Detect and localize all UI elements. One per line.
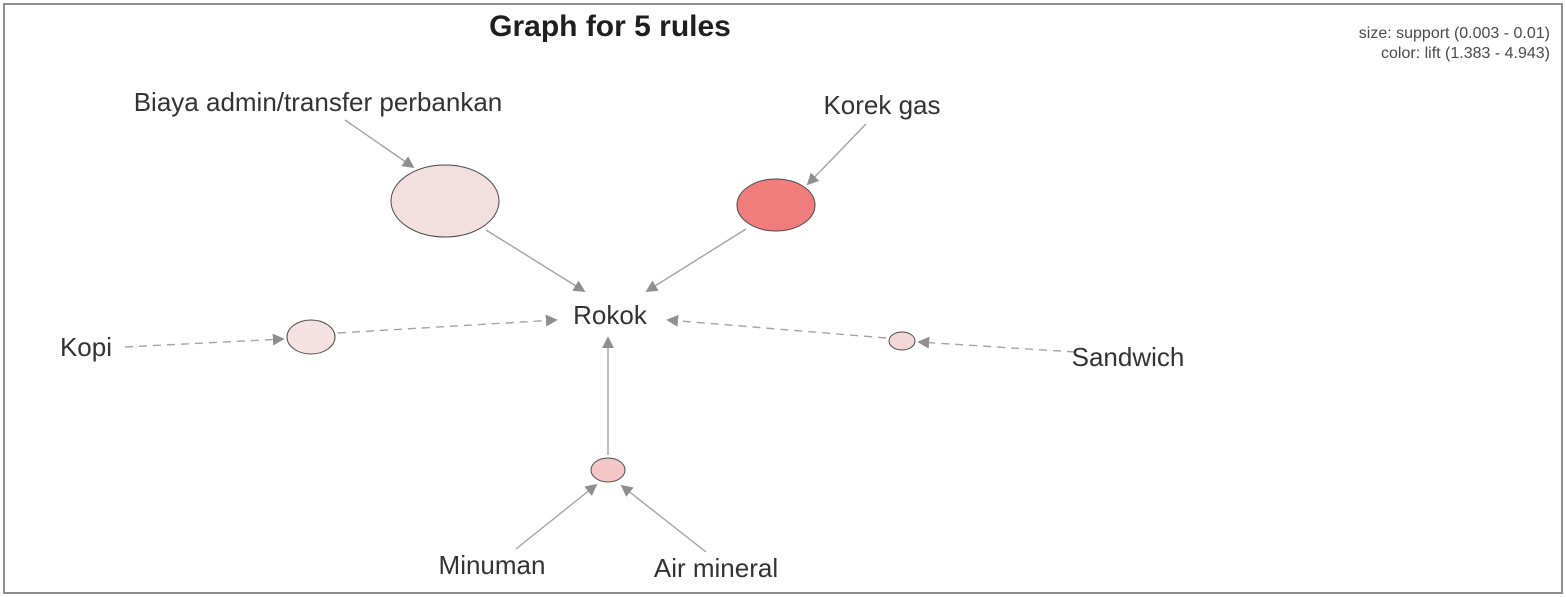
rule-node-rule-3 xyxy=(286,319,336,355)
rule-node-rule-1 xyxy=(390,164,500,238)
rule-node-rule-2 xyxy=(736,178,816,232)
item-label-korek: Korek gas xyxy=(823,90,940,120)
chart-legend: size: support (0.003 - 0.01) color: lift… xyxy=(1359,24,1550,64)
graph-edge xyxy=(124,333,285,348)
item-label-minuman: Minuman xyxy=(439,550,546,580)
graph-edge xyxy=(806,123,867,186)
chart-title: Graph for 5 rules xyxy=(489,10,731,43)
legend-color-lift: color: lift (1.383 - 4.943) xyxy=(1381,45,1550,62)
graph-edge xyxy=(645,228,747,292)
graph-edge xyxy=(666,314,887,339)
item-label-biaya: Biaya admin/transfer perbankan xyxy=(134,87,503,117)
graph-edge xyxy=(620,484,707,553)
graph-edge xyxy=(515,483,598,550)
graph-edge xyxy=(917,336,1076,353)
rule-node-rule-5 xyxy=(590,457,626,483)
graph-edge xyxy=(344,119,415,169)
item-label-rokok: Rokok xyxy=(573,300,648,330)
item-label-kopi: Kopi xyxy=(60,332,112,362)
rule-node-rule-4 xyxy=(888,331,916,351)
item-label-air: Air mineral xyxy=(654,553,778,583)
item-label-sandwich: Sandwich xyxy=(1072,342,1185,372)
graph-edge xyxy=(337,314,558,334)
legend-size-support: size: support (0.003 - 0.01) xyxy=(1358,25,1550,42)
graph-edge xyxy=(485,229,586,292)
